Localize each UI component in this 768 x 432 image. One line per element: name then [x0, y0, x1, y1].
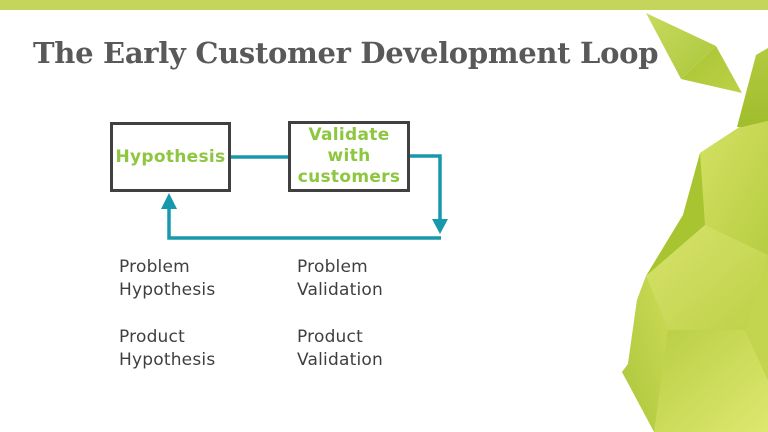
pear-facet [700, 121, 768, 255]
arrowhead-down-icon [432, 219, 448, 234]
step-label-product-validation: Product Validation [297, 326, 383, 372]
step-label-line: Validation [297, 350, 383, 370]
hypothesis-box-label: Hypothesis [115, 146, 226, 167]
top-accent-bar [0, 0, 768, 10]
connector-loop-back [167, 207, 441, 240]
pear-stem [737, 48, 768, 130]
step-label-line: Hypothesis [119, 350, 216, 370]
step-label-product-hypothesis: Product Hypothesis [119, 326, 215, 372]
connector-validate-down [410, 154, 442, 221]
pear-facet [646, 225, 768, 330]
validate-box-line: customers [297, 167, 401, 187]
arrowhead-up-icon [161, 193, 177, 209]
step-label-problem-validation: Problem Validation [297, 256, 383, 302]
step-label-line: Validation [297, 280, 383, 300]
validate-box: Validate with customers [288, 121, 410, 192]
step-label-line: Problem [119, 257, 190, 277]
hypothesis-box: Hypothesis [110, 122, 231, 192]
pear-leaf-facet-dark [681, 46, 742, 93]
step-label-line: Hypothesis [119, 280, 216, 300]
step-label-line: Problem [297, 257, 368, 277]
validate-box-line: with [327, 146, 371, 166]
pear-facet [745, 255, 768, 380]
step-label-problem-hypothesis: Problem Hypothesis [119, 256, 215, 302]
step-label-line: Product [297, 327, 363, 347]
pear-facet [622, 276, 668, 432]
pear-facet [646, 153, 705, 276]
slide-title: The Early Customer Development Loop [33, 36, 659, 70]
pear-facet [654, 330, 768, 432]
validate-box-line: Validate [308, 125, 390, 145]
step-label-line: Product [119, 327, 185, 347]
